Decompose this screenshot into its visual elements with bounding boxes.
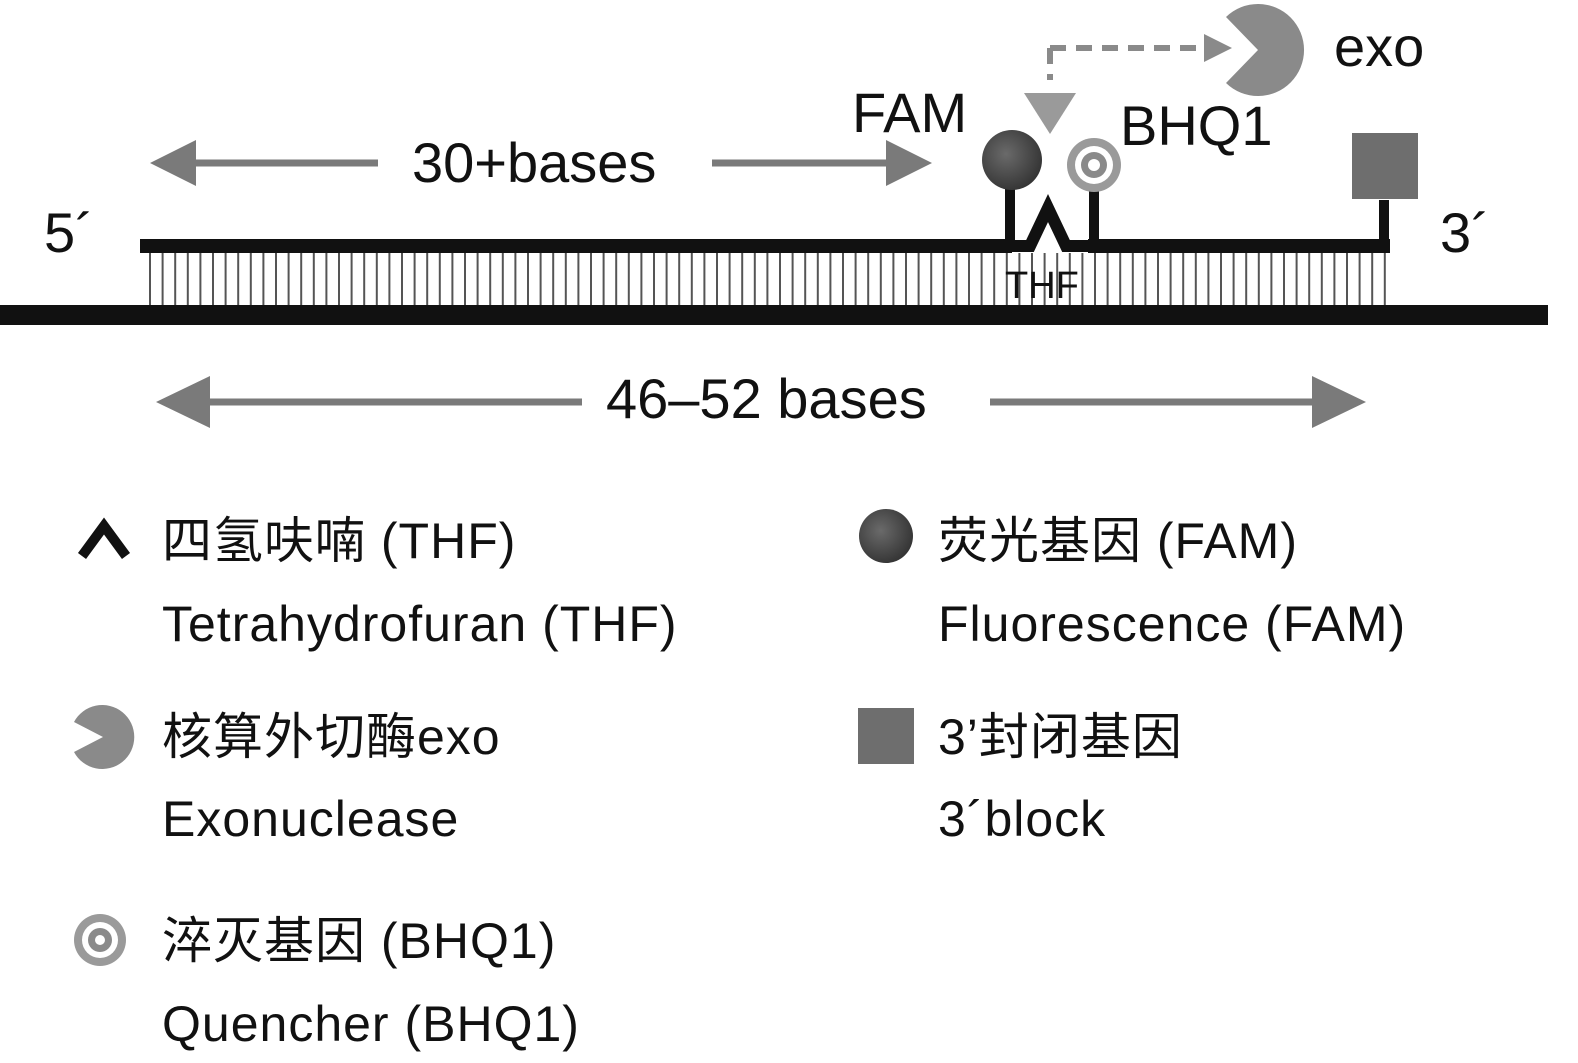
legend-fam-en: Fluorescence (FAM) bbox=[938, 596, 1406, 652]
caret-icon bbox=[77, 517, 131, 559]
span-30-label: 30+bases bbox=[412, 131, 656, 194]
probe-strand bbox=[140, 180, 1390, 253]
span-total-label: 46–52 bases bbox=[606, 367, 927, 430]
span-total-arrow bbox=[156, 376, 1366, 428]
base-pair-ticks bbox=[149, 253, 1386, 305]
legend-block-en: 3´block bbox=[938, 791, 1106, 847]
cut-triangle-icon bbox=[1024, 93, 1076, 134]
legend-fam-zh: 荧光基因 (FAM) bbox=[938, 513, 1298, 569]
legend-exo-en: Exonuclease bbox=[162, 791, 459, 847]
exo-pacman-icon bbox=[1226, 3, 1305, 96]
legend-exo-zh: 核算外切酶exo bbox=[162, 709, 501, 765]
filled-circle-icon bbox=[859, 509, 913, 563]
three-prime-label: 3´ bbox=[1440, 201, 1490, 264]
exo-arrowhead bbox=[1204, 34, 1232, 62]
bhq-label: BHQ1 bbox=[1120, 94, 1273, 157]
bhq-ring-icon bbox=[1067, 138, 1121, 192]
legend-bhq-en: Quencher (BHQ1) bbox=[162, 996, 580, 1052]
five-prime-label: 5´ bbox=[44, 201, 94, 264]
legend-bhq-zh: 淬灭基因 (BHQ1) bbox=[162, 913, 556, 969]
fam-icon bbox=[982, 130, 1042, 190]
fam-label: FAM bbox=[852, 81, 967, 144]
legend-thf-en: Tetrahydrofuran (THF) bbox=[162, 596, 678, 652]
three-prime-block-icon bbox=[1352, 133, 1418, 199]
thf-label: THF bbox=[1005, 265, 1079, 307]
ring-icon bbox=[74, 914, 126, 966]
square-icon bbox=[858, 708, 914, 764]
legend-thf-zh: 四氢呋喃 (THF) bbox=[162, 513, 516, 569]
exo-label: exo bbox=[1334, 15, 1424, 78]
exo-dashed-path bbox=[1047, 45, 1205, 80]
span-30-arrow bbox=[150, 140, 932, 186]
legend-block-zh: 3’封闭基因 bbox=[938, 709, 1183, 765]
target-strand bbox=[0, 305, 1548, 325]
pacman-icon bbox=[74, 705, 135, 769]
